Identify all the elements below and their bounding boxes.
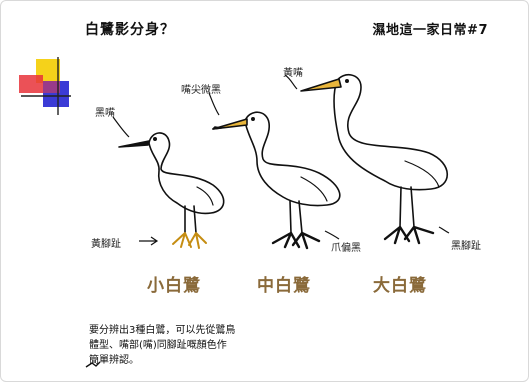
arrow-bill-tip (208, 92, 220, 116)
great-egret-illustration (300, 74, 448, 245)
label-black-claws: 爪偏黑 (331, 243, 361, 254)
little-egret-illustration (118, 132, 225, 249)
caption-line-3: 簡單辨認。 (89, 355, 139, 366)
annotation-arrows (85, 74, 450, 368)
label-bill-tip-black: 嘴尖微黑 (181, 85, 221, 96)
label-black-toes: 黑腳趾 (451, 241, 481, 252)
arrow-black-toes (438, 226, 450, 234)
slide-title: 白鷺影分身？ (85, 22, 175, 38)
name-great-egret: 大白鷺 (373, 276, 427, 296)
name-little-egret: 小白鷺 (147, 276, 201, 296)
arrow-yellow-toes (139, 236, 159, 246)
arrow-yellow-bill (284, 74, 298, 90)
name-intermediate-egret: 中白鷺 (257, 276, 311, 296)
label-black-bill: 黑嘴 (95, 108, 115, 119)
series-title: 濕地這一家日常#7 (372, 23, 488, 38)
caption-note: 要分辨出3種白鷺，可以先從鷺鳥 體型、嘴部(嘴)同腳趾嘅顏色作 簡單辨認。 (89, 323, 319, 368)
pen-doodle (85, 361, 101, 368)
label-yellow-toes: 黃腳趾 (91, 239, 121, 250)
arrow-black-claws (324, 230, 340, 240)
caption-line-1: 要分辨出3種白鷺，可以先從鷺鳥 (89, 325, 236, 336)
intermediate-egret-illustration (212, 111, 341, 250)
slide-logo (19, 57, 71, 115)
label-yellow-bill: 黃嘴 (283, 68, 303, 79)
caption-line-2: 體型、嘴部(嘴)同腳趾嘅顏色作 (89, 340, 227, 351)
arrow-black-bill (112, 116, 130, 138)
